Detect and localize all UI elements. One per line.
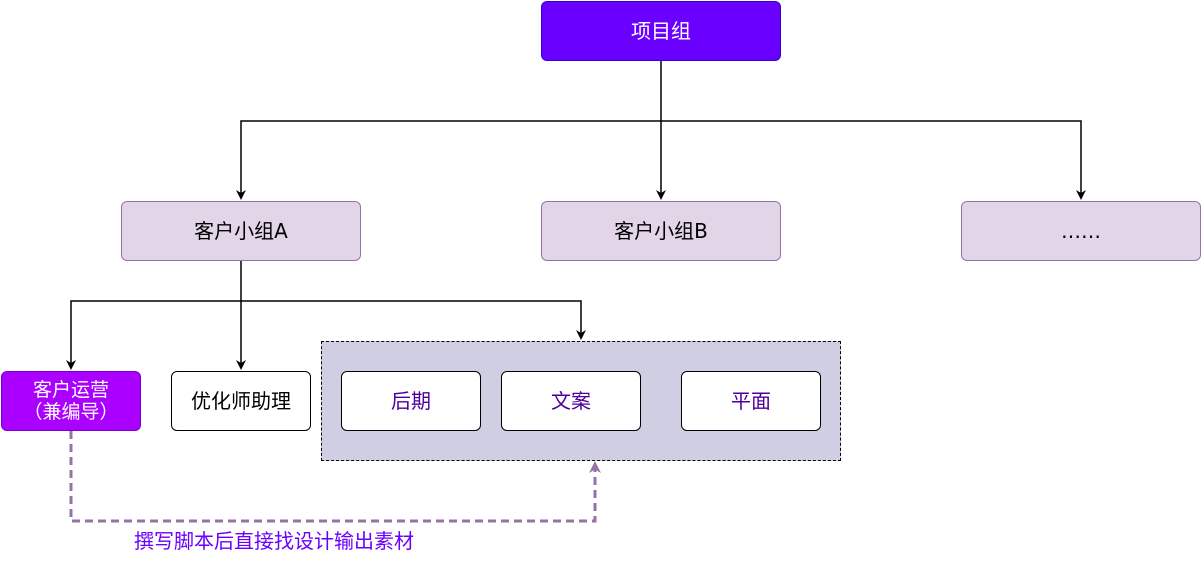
node-post-production: 后期	[341, 371, 481, 431]
node-post-production-label: 后期	[391, 389, 431, 413]
node-client-operations: 客户运营 （兼编导）	[1, 371, 141, 431]
node-client-group-b-label: 客户小组B	[614, 219, 708, 243]
node-client-group-a-label: 客户小组A	[194, 219, 288, 243]
node-client-operations-line2: （兼编导）	[23, 401, 119, 423]
node-optimizer-assistant-label: 优化师助理	[191, 389, 291, 413]
edge-root-to-group-a	[236, 120, 661, 200]
node-client-operations-line1: 客户运营	[32, 379, 109, 401]
edge-root-to-group-more	[661, 120, 1086, 200]
node-optimizer-assistant: 优化师助理	[171, 371, 311, 431]
node-graphic-design-label: 平面	[731, 389, 771, 413]
node-client-group-more: ……	[961, 201, 1201, 261]
node-project-group: 项目组	[541, 1, 781, 61]
edge-a-to-ops	[66, 300, 241, 370]
edge-ops-to-container-dashed	[69, 431, 601, 523]
node-client-group-a: 客户小组A	[121, 201, 361, 261]
edge-label-script-to-design: 撰写脚本后直接找设计输出素材	[134, 529, 414, 553]
node-graphic-design: 平面	[681, 371, 821, 431]
node-client-group-more-label: ……	[1061, 219, 1101, 243]
node-project-group-label: 项目组	[631, 19, 691, 43]
node-copywriting-label: 文案	[551, 389, 591, 413]
node-client-group-b: 客户小组B	[541, 201, 781, 261]
edge-a-to-container	[241, 300, 586, 340]
node-copywriting: 文案	[501, 371, 641, 431]
